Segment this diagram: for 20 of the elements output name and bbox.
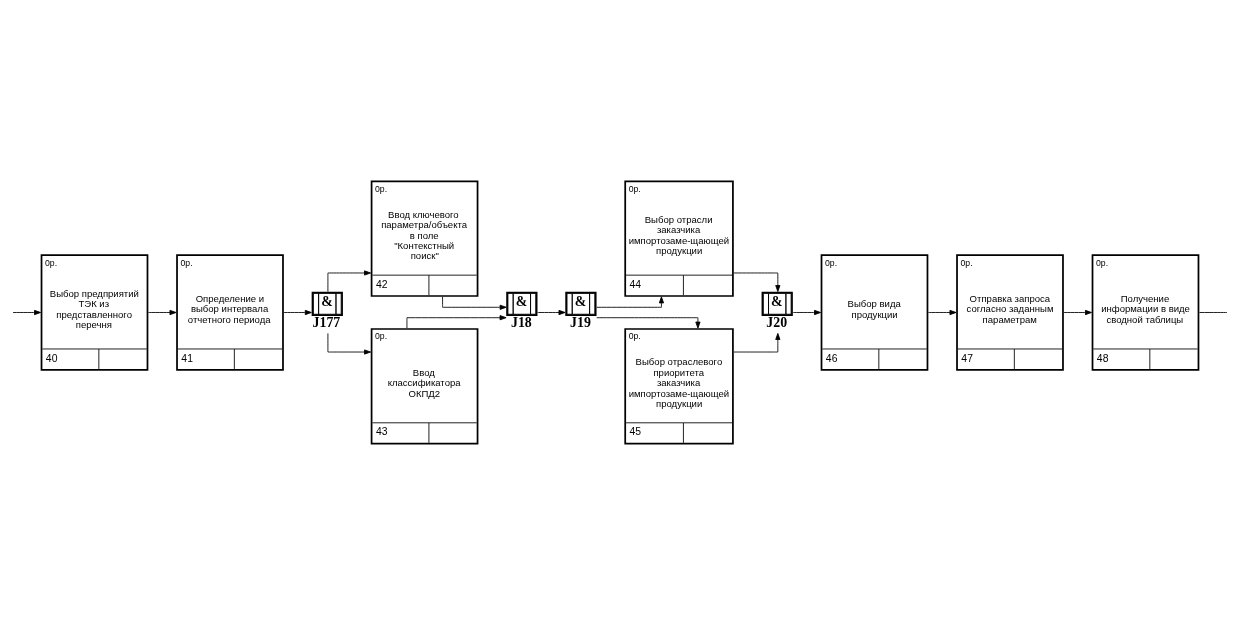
connector — [1199, 311, 1228, 313]
arrow — [537, 309, 566, 315]
arrow — [733, 272, 781, 292]
arrow — [596, 316, 701, 329]
node-label: J19 — [570, 314, 591, 330]
node-label: J20 — [766, 314, 788, 330]
node-label: J177 — [312, 314, 341, 330]
arrow — [12, 309, 41, 315]
arrow — [406, 314, 507, 329]
arrow — [733, 332, 781, 352]
arrow — [928, 309, 957, 315]
node-label: J18 — [510, 314, 532, 330]
arrow — [442, 295, 507, 310]
arrow — [792, 309, 821, 315]
arrow — [327, 269, 371, 292]
arrow — [148, 309, 177, 315]
arrow — [327, 332, 371, 355]
arrow — [283, 309, 312, 315]
arrow — [1063, 309, 1092, 315]
arrow — [596, 295, 664, 308]
